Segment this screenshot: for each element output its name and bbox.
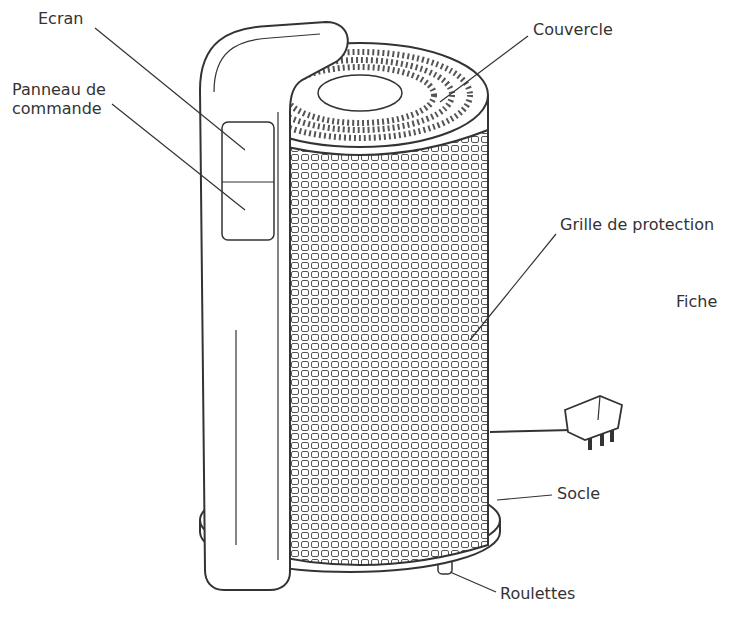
- leader-line: [95, 28, 245, 150]
- part-label: Fiche: [676, 292, 717, 311]
- part-label: Panneau de commande: [12, 80, 112, 118]
- part-label: Grille de protection: [560, 215, 714, 234]
- leader-line: [450, 572, 496, 592]
- part-label: Socle: [557, 484, 600, 503]
- part-label: Roulettes: [500, 584, 575, 603]
- leader-line: [470, 234, 556, 340]
- leader-line: [497, 495, 552, 500]
- leader-line: [112, 104, 245, 210]
- part-label: Couvercle: [533, 20, 613, 39]
- leader-line: [440, 36, 528, 102]
- part-label: Ecran: [38, 9, 83, 28]
